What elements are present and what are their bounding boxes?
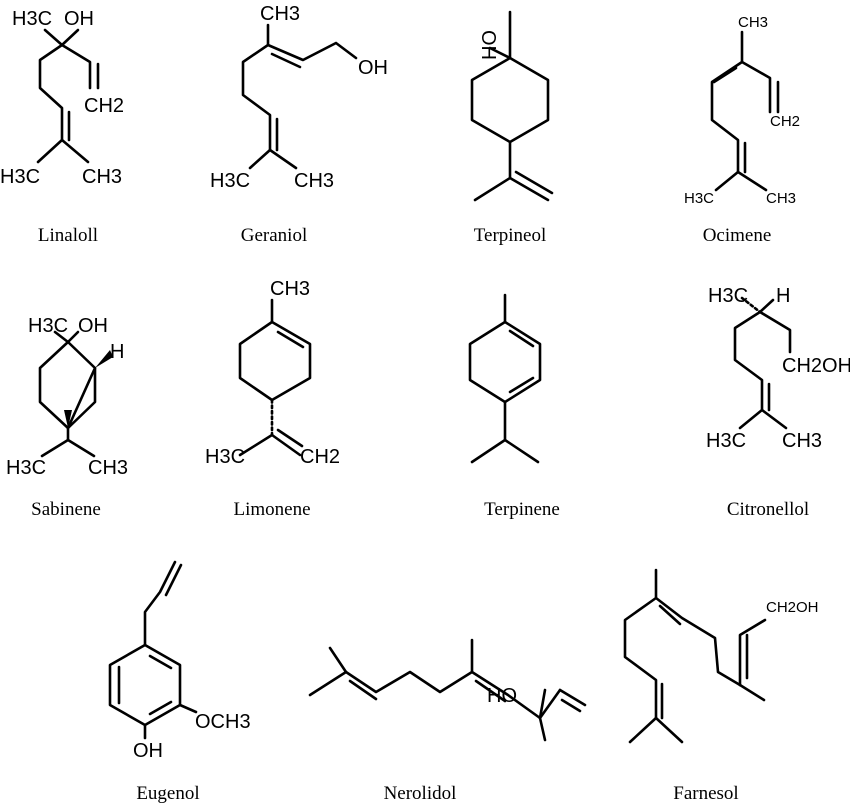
molecule-farnesol: CH2OH Farnesol [623,568,819,804]
atom-label: H3C [708,285,748,307]
molecule-terpineol: OH Terpineol [470,10,554,246]
molecule-name: Linaloll [38,225,98,246]
structure-linalool [36,28,100,164]
molecule-linalool: H3C OH CH2 H3C CH3 Linaloll [0,8,124,246]
atom-label: OH [477,30,499,60]
structure-ocimene [710,30,780,192]
molecule-eugenol: OCH3 OH Eugenol [108,560,251,804]
atom-label: HO [487,685,517,707]
atom-label: H [776,285,790,307]
molecule-name: Ocimene [703,225,772,246]
molecule-name: Citronellol [727,499,809,520]
atom-label: CH3 [766,190,796,207]
atom-label: H3C [684,190,714,207]
molecule-name: Terpineol [474,225,547,246]
atom-label: CH3 [82,166,122,188]
molecule-name: Eugenol [136,783,199,804]
molecule-ocimene: CH3 CH2 H3C CH3 Ocimene [684,14,800,246]
atom-label: CH2 [84,95,124,117]
atom-label: CH2 [300,446,340,468]
atom-label: OH [64,8,94,30]
molecule-limonene: CH3 H3C CH2 Limonene [205,278,340,520]
molecule-terpinene: Terpinene [468,293,560,520]
atom-label: H3C [0,166,40,188]
molecule-name: Terpinene [484,499,560,520]
atom-label: H [110,341,124,363]
atom-label: H3C [706,430,746,452]
structure-terpinene [468,293,542,464]
atom-label: H3C [28,315,68,337]
molecule-sabinene: H3C OH H H3C CH3 Sabinene [6,315,128,520]
structure-limonene [238,298,312,457]
molecule-name: Geraniol [241,225,307,246]
atom-label: H3C [12,8,52,30]
atom-label: CH3 [260,3,300,25]
structure-citronellol [733,296,792,430]
atom-label: H3C [6,457,46,479]
structure-eugenol [108,560,198,740]
atom-label: OCH3 [195,711,251,733]
atom-label: OH [78,315,108,337]
structure-sabinene [38,330,113,458]
atom-label: H3C [210,170,250,192]
atom-label: CH3 [782,430,822,452]
molecule-name: Limonene [233,499,310,520]
structure-nerolidol [308,638,587,742]
molecule-name: Nerolidol [384,783,457,804]
molecule-name: Sabinene [31,499,101,520]
molecule-nerolidol: HO Nerolidol [308,638,587,804]
atom-label: CH2 [770,113,800,130]
structure-farnesol [623,568,767,744]
molecule-geraniol: CH3 OH H3C CH3 Geraniol [210,3,388,246]
atom-label: CH3 [270,278,310,300]
structure-geraniol [241,23,358,170]
atom-label: CH2OH [766,599,819,616]
atom-label: OH [358,57,388,79]
atom-label: OH [133,740,163,762]
atom-label: CH3 [294,170,334,192]
atom-label: CH3 [88,457,128,479]
atom-label: CH2OH [782,355,850,377]
atom-label: H3C [205,446,245,468]
molecule-citronellol: H3C H CH2OH H3C CH3 Citronellol [706,285,850,520]
atom-label: CH3 [738,14,768,31]
structure-terpineol [470,10,554,202]
molecule-name: Farnesol [673,783,738,804]
